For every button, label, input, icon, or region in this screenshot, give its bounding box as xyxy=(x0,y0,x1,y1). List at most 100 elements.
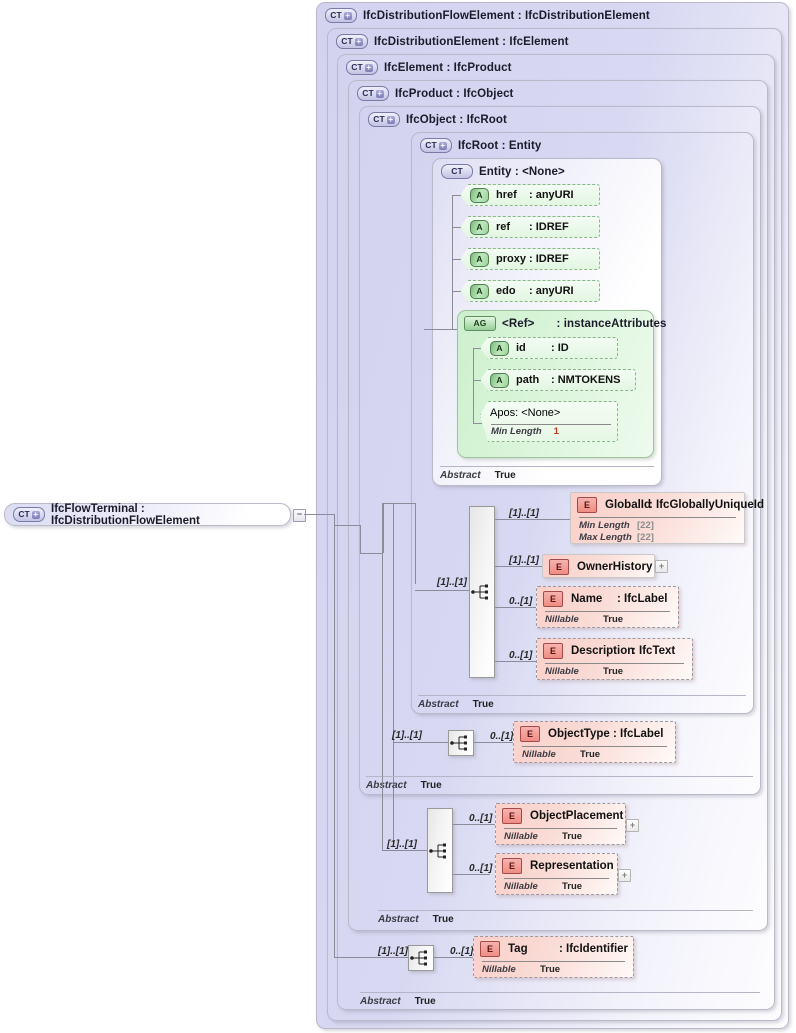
element-name-label: ObjectPlacement xyxy=(530,810,624,822)
connector xyxy=(334,525,360,526)
connector xyxy=(495,607,536,608)
container-title: CT+ IfcRoot : Entity xyxy=(420,138,541,153)
connector xyxy=(473,423,482,424)
complextype-icon: CT+ xyxy=(346,60,378,75)
attribute-path[interactable]: A path : NMTOKENS xyxy=(480,369,636,391)
connector xyxy=(360,553,383,554)
element-header: E ObjectPlacement xyxy=(496,804,625,828)
container-label: IfcProduct : IfcObject xyxy=(395,87,514,100)
cardinality-objectplacement: 0..[1] xyxy=(469,813,493,824)
collapse-toggle[interactable]: − xyxy=(293,509,306,522)
connector xyxy=(415,590,469,591)
element-ownerhistory[interactable]: E OwnerHistory xyxy=(542,554,655,578)
connector xyxy=(474,742,513,743)
connector xyxy=(382,503,383,850)
attribute-proxy[interactable]: A proxy : IDREF xyxy=(460,248,600,270)
facet-key: Nillable xyxy=(522,749,556,760)
facet-value: True xyxy=(603,666,624,677)
complextype-icon: CT+ xyxy=(13,507,45,522)
complextype-icon: CT+ xyxy=(336,34,368,49)
element-objecttype[interactable]: E ObjectType : IfcLabel Nillable True xyxy=(513,721,676,763)
sequence-compositor-4[interactable] xyxy=(408,945,434,971)
attribute-href[interactable]: A href : anyURI xyxy=(460,184,600,206)
expand-representation-button[interactable]: + xyxy=(618,869,631,882)
complextype-icon: CT xyxy=(441,164,473,179)
connector xyxy=(473,348,482,349)
element-name[interactable]: E Name : IfcLabel Nillable True xyxy=(536,586,679,628)
connector xyxy=(393,742,448,743)
facet-value: True xyxy=(562,831,583,842)
element-facets: Min Length [22] Max Length [22] xyxy=(579,517,736,544)
element-objectplacement[interactable]: E ObjectPlacement Nillable True xyxy=(495,803,626,845)
facet-row: Nillable True xyxy=(482,964,625,976)
attribute-name: path xyxy=(516,374,540,386)
connector xyxy=(452,259,462,260)
element-header: E GlobalId : IfcGloballyUniqueId xyxy=(571,493,764,517)
element-globalid[interactable]: E GlobalId : IfcGloballyUniqueId Min Len… xyxy=(570,492,764,544)
complextype-icon: CT+ xyxy=(325,8,357,23)
attribute-type: : NMTOKENS xyxy=(551,374,621,386)
sequence-icon xyxy=(471,584,488,600)
attribute-edo[interactable]: A edo : anyURI xyxy=(460,280,600,302)
facet-row: Nillable True xyxy=(545,614,670,626)
connector xyxy=(473,380,482,381)
facet-value: True xyxy=(540,964,561,975)
connector xyxy=(495,566,542,567)
facet-row: Nillable True xyxy=(504,831,617,843)
element-header: E Name : IfcLabel xyxy=(537,587,678,611)
facet-row: Nillable True xyxy=(504,881,609,893)
facet-value: True xyxy=(580,749,601,760)
facet-key: Nillable xyxy=(545,666,579,677)
element-icon: E xyxy=(549,559,569,575)
attribute-pos[interactable]: A pos : <None> Min Length 1 xyxy=(480,401,618,442)
attribute-ref[interactable]: A ref : IDREF xyxy=(460,216,600,238)
element-icon: E xyxy=(480,941,500,957)
attribute-name: edo xyxy=(496,285,516,297)
connector xyxy=(453,874,490,875)
expand-objectplacement-button[interactable]: + xyxy=(626,819,639,832)
facet-row: Min Length [22] xyxy=(579,520,736,532)
root-type-ifcflowterminal[interactable]: CT+ IfcFlowTerminal : IfcDistributionFlo… xyxy=(4,502,291,527)
facet-value: [22] xyxy=(637,520,654,531)
attribute-type: : <None> xyxy=(515,407,561,419)
root-type-label: IfcFlowTerminal : IfcDistributionFlowEle… xyxy=(51,502,200,527)
sequence-compositor-3[interactable] xyxy=(427,808,453,893)
element-description[interactable]: E Description : IfcText Nillable True xyxy=(536,638,693,680)
element-representation[interactable]: E Representation Nillable True xyxy=(495,853,618,895)
expand-ownerhistory-button[interactable]: + xyxy=(655,560,668,573)
sequence-icon xyxy=(429,843,446,858)
connector xyxy=(473,348,474,423)
connector xyxy=(452,227,462,228)
cardinality-sequence-4: [1]..[1] xyxy=(378,946,408,957)
element-name-label: Tag xyxy=(508,943,528,955)
element-header: E OwnerHistory xyxy=(543,555,654,579)
connector xyxy=(495,661,536,662)
sequence-compositor-2[interactable] xyxy=(448,730,474,756)
attribute-name: proxy xyxy=(496,253,526,265)
element-facets: Nillable True xyxy=(522,746,667,761)
connector xyxy=(415,503,416,584)
connector xyxy=(452,291,462,292)
facet-row: Min Length 1 xyxy=(491,424,611,437)
connector xyxy=(304,514,334,515)
facet-key: Min Length xyxy=(491,426,542,437)
abstract-row-entity: Abstract True xyxy=(440,466,654,482)
element-tag[interactable]: E Tag : IfcIdentifier Nillable True xyxy=(473,936,634,978)
connector xyxy=(360,525,361,553)
entity-label: Entity : <None> xyxy=(479,165,565,178)
attribute-group-name: <Ref> xyxy=(502,317,535,330)
attribute-id[interactable]: A id : ID xyxy=(480,337,618,359)
attribute-name: href xyxy=(496,189,517,201)
sequence-compositor-1[interactable] xyxy=(469,506,495,678)
cardinality-globalid: [1]..[1] xyxy=(509,508,539,519)
abstract-value: True xyxy=(414,996,436,1007)
connector xyxy=(452,195,453,330)
element-type: : IfcText xyxy=(632,645,676,657)
container-label: IfcElement : IfcProduct xyxy=(384,61,512,74)
cardinality-sequence-3: [1]..[1] xyxy=(387,839,417,850)
element-header: E Description : IfcText xyxy=(537,639,692,663)
element-icon: E xyxy=(502,858,522,874)
cardinality-tag: 0..[1] xyxy=(450,946,474,957)
attribute-type: : anyURI xyxy=(529,189,574,201)
